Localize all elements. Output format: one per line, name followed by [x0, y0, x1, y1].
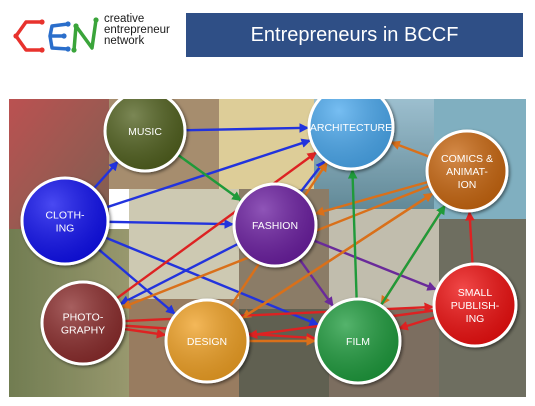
edge-film-to-architecture [347, 169, 358, 304]
node-comics: COMICS &ANIMAT-ION [425, 129, 509, 213]
logo-line-network: network [104, 35, 145, 47]
node-label: DESIGN [187, 336, 227, 348]
edge-photography-to-architecture [112, 151, 318, 303]
node-film: FILM [314, 297, 402, 385]
network-diagram: MUSIC ARCHITECTURE COMICS &ANIMAT-ION CLOTH… [9, 99, 526, 397]
node-shine [428, 132, 506, 210]
node-shine [106, 99, 184, 170]
logo-wordmark: creative entrepreneur network [104, 13, 194, 47]
edge-clothing-to-fashion [103, 219, 234, 229]
node-label: FASHION [252, 220, 298, 232]
node-label: ARCHITECTURE [310, 122, 392, 134]
node-design: DESIGN [164, 298, 250, 384]
edge-photography-to-design [119, 327, 167, 339]
node-label: GRAPHY [61, 325, 105, 337]
node-shine [317, 300, 399, 382]
edge-comics-to-fashion [314, 179, 433, 216]
edge-small_publishing-to-comics [465, 210, 475, 269]
node-label: PHOTO- [63, 312, 104, 324]
node-label: ING [56, 223, 75, 235]
slide-title: Entrepreneurs in BCCF [250, 23, 459, 46]
edge-music-to-architecture [180, 123, 309, 133]
edge-clothing-to-design [94, 245, 176, 315]
photo-collage-background: MUSIC ARCHITECTURE COMICS &ANIMAT-ION CLOTH… [9, 99, 526, 397]
edge-small_publishing-to-film [398, 314, 440, 331]
logo-line-entrepreneur: entrepreneur [104, 24, 170, 36]
node-shine [23, 179, 107, 263]
node-label: CLOTH- [45, 210, 85, 222]
node-photography: PHOTO-GRAPHY [40, 280, 126, 366]
edge-comics-to-architecture [390, 140, 434, 160]
node-label: MUSIC [128, 126, 162, 138]
node-shine [435, 265, 515, 345]
node-shine [167, 301, 247, 381]
node-label: ANIMAT- [446, 166, 488, 178]
node-label: ION [458, 179, 477, 191]
node-label: FILM [346, 336, 370, 348]
edge-fashion-to-small_publishing [308, 237, 437, 291]
node-fashion: FASHION [232, 182, 318, 268]
edge-fashion-to-photography [119, 240, 243, 305]
node-shine [310, 99, 392, 168]
header: creative entrepreneur network Entreprene… [0, 0, 535, 62]
edge-clothing-to-music [90, 160, 119, 193]
node-shine [235, 185, 315, 265]
nodes-layer: MUSIC ARCHITECTURE COMICS &ANIMAT-ION CLOTH… [20, 99, 518, 385]
edge-music-to-fashion [173, 151, 242, 202]
edge-clothing-to-film [100, 234, 320, 326]
edge-design-to-comics [237, 192, 434, 322]
title-bar: Entrepreneurs in BCCF [186, 13, 523, 57]
node-music: MUSIC [103, 99, 187, 173]
node-label: SMALL [458, 287, 493, 299]
node-shine [43, 283, 123, 363]
node-architecture: ARCHITECTURE [307, 99, 395, 171]
edge-fashion-to-film [295, 254, 334, 307]
node-clothing: CLOTH-ING [20, 176, 110, 266]
node-label: COMICS & [441, 153, 493, 165]
cen-logo [13, 17, 99, 53]
node-label: PUBLISH- [451, 300, 500, 312]
logo-line-creative: creative [104, 13, 145, 25]
node-label: ING [466, 313, 485, 325]
edge-film-to-comics [377, 204, 446, 310]
